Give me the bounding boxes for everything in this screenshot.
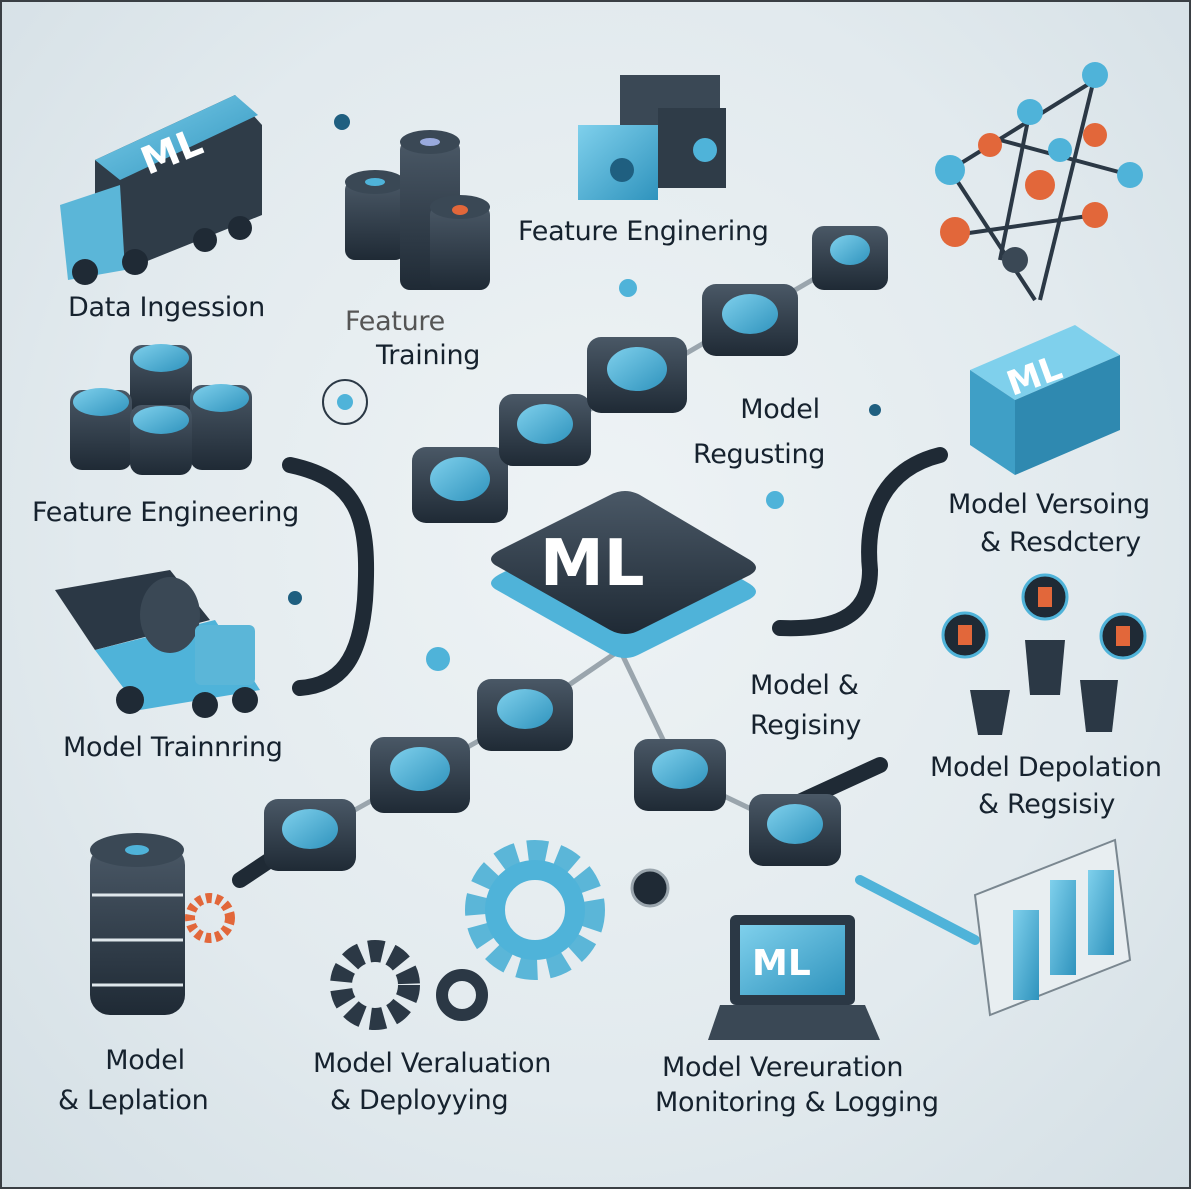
pipeline-node (264, 799, 356, 871)
label-model-registry-line1: Model & (750, 670, 859, 701)
network-graph-icon (935, 62, 1143, 302)
pipeline-node (499, 394, 591, 466)
pipeline-node (412, 447, 508, 523)
pipeline-node (634, 739, 726, 811)
label-model-depolation-line2: & Regsisiy (978, 789, 1116, 820)
pipeline-node (812, 226, 888, 290)
central-ml-chip: ML (491, 491, 756, 658)
laptop-icon: ML (708, 915, 880, 1040)
truck-icon: ML (60, 95, 262, 285)
label-data-ingestion: Data Ingession (68, 292, 265, 323)
label-feature-training-line2: Training (376, 340, 481, 371)
label-model-training: Model Trainnring (63, 732, 283, 763)
central-ml-label: ML (540, 527, 644, 601)
pipeline-nodes (264, 226, 888, 871)
ml-cube-icon: ML (970, 325, 1120, 475)
storage-cluster-icon (70, 344, 252, 475)
label-model-registing-line1: Model (740, 394, 820, 425)
connector-icons (288, 114, 881, 671)
pipeline-node (749, 794, 841, 866)
label-model-depolation-line1: Model Depolation (930, 752, 1162, 783)
cubes-icon (578, 75, 726, 200)
label-model-versoing-line2: & Resdctery (980, 527, 1141, 558)
label-feature-training-line1: Feature (345, 306, 445, 337)
gear-icon (465, 840, 605, 980)
pipeline-node (587, 337, 687, 413)
label-model-verauration-line2: Monitoring & Logging (655, 1087, 939, 1118)
pipeline-node (702, 284, 798, 356)
label-model-veraluation-line1: Model Veraluation (313, 1048, 552, 1079)
database-icon (90, 833, 235, 1015)
bar-chart-icon (973, 838, 1132, 1017)
pipeline-node (477, 679, 573, 751)
label-model-registry-line2: Regisiny (750, 710, 862, 741)
deployment-pins-icon (941, 573, 1147, 735)
label-feature-engineering-top: Feature Enginering (518, 216, 769, 247)
gear-icon (330, 940, 488, 1030)
label-model-deplation-line2: & Leplation (58, 1085, 209, 1116)
label-model-verauration-line1: Model Vereuration (662, 1052, 904, 1083)
indicator-icon (630, 868, 670, 908)
database-stack-icon (345, 130, 490, 290)
label-model-deplation-line1: Model (105, 1045, 185, 1076)
data-truck-icon (55, 570, 260, 718)
laptop-ml-label: ML (752, 943, 811, 984)
pipeline-node (370, 737, 470, 813)
label-feature-engineering-left: Feature Engineering (32, 497, 299, 528)
label-model-versoing-line1: Model Versoing (948, 489, 1150, 520)
label-model-registing-line2: Regusting (693, 439, 826, 470)
label-model-veraluation-line2: & Deployying (330, 1085, 509, 1116)
